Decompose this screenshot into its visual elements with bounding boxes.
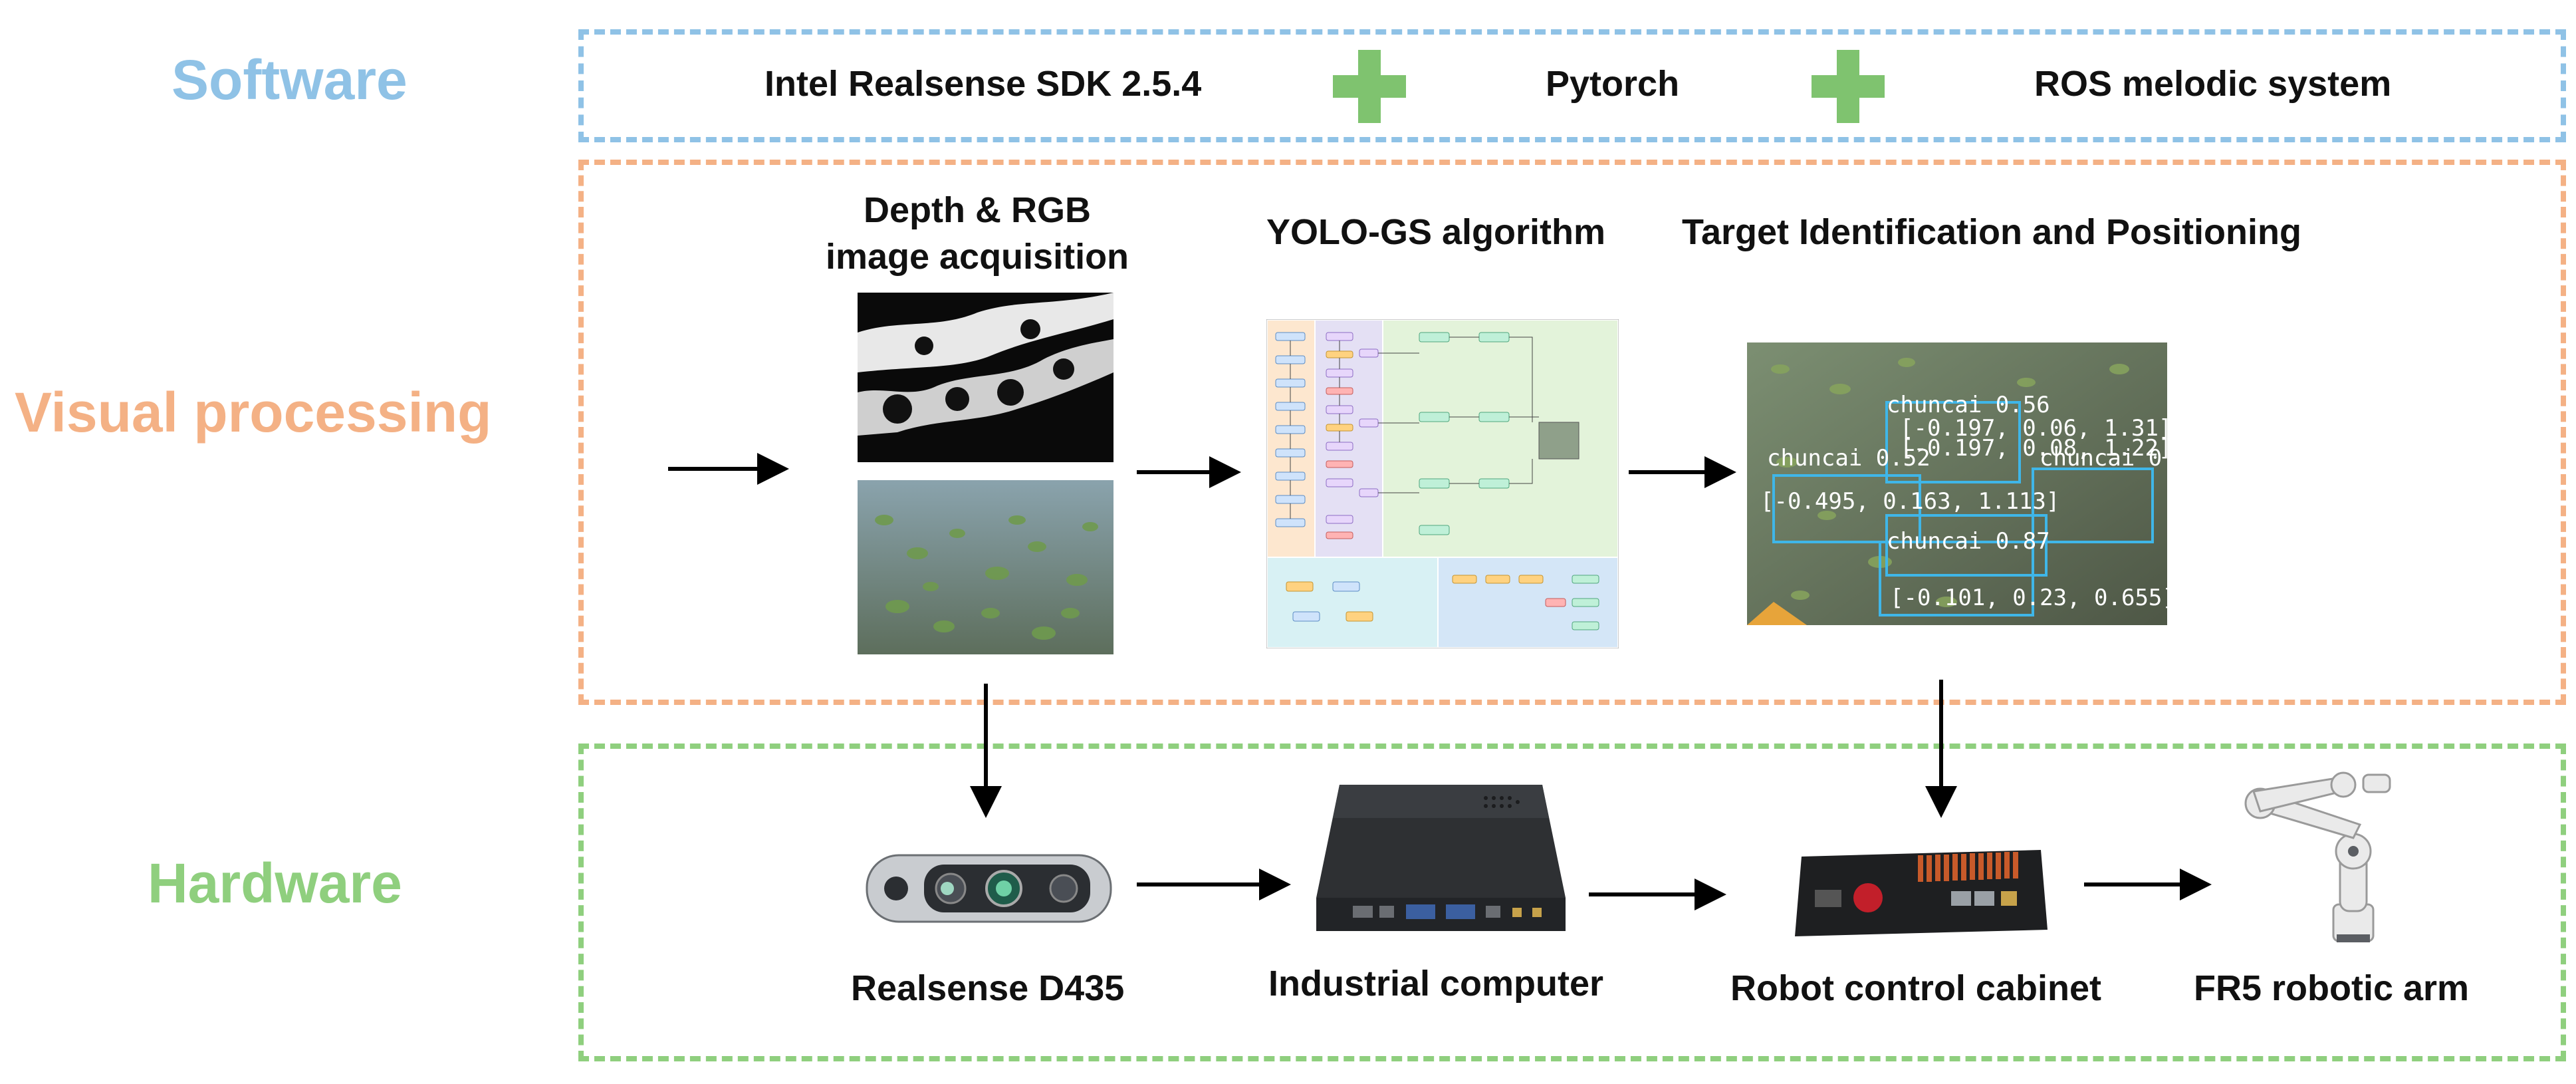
industrial-computer-icon	[1316, 785, 1566, 931]
hardware-label-fr5-robotic-arm: FR5 robotic arm	[2194, 968, 2470, 1008]
plus-icon	[1333, 50, 1406, 123]
detection-label: [-0.197, 0.06, 1.31]	[1900, 415, 2167, 442]
plus-icon	[1812, 50, 1885, 123]
detection-label: [-0.495, 0.163, 1.113]	[1760, 488, 2059, 515]
detection-label: [-0.101, 0.23, 0.655]	[1890, 585, 2167, 611]
detection-label: chuncai 0.87	[1887, 528, 2050, 555]
fr5-robotic-arm-icon	[2244, 771, 2391, 942]
software-item-realsense-sdk: Intel Realsense SDK 2.5.4	[764, 64, 1202, 104]
realsense-camera-icon	[866, 854, 1112, 923]
software-item-ros: ROS melodic system	[2034, 64, 2392, 104]
software-box	[578, 29, 2566, 142]
step1-title-line1: Depth & RGB	[864, 190, 1091, 230]
hardware-label-industrial-computer: Industrial computer	[1268, 964, 1604, 1004]
rgb-image	[858, 480, 1113, 654]
hardware-label-robot-control-cabinet: Robot control cabinet	[1730, 968, 2101, 1008]
hardware-label: Hardware	[148, 852, 402, 914]
robot-control-cabinet-icon	[1795, 850, 2048, 936]
hardware-label-realsense-d435: Realsense D435	[851, 968, 1125, 1008]
visual-processing-label: Visual processing	[15, 381, 492, 444]
detection-label: chuncai 0.8	[2040, 445, 2167, 472]
step1-title-line2: image acquisition	[825, 237, 1129, 277]
detection-label: chuncai 0.56	[1887, 392, 2050, 418]
target-identification-image: chuncai 0.56 [-0.197, 0.06, 1.31] [-0.19…	[1747, 342, 2167, 625]
visual-processing-box	[578, 160, 2566, 705]
detection-label: chuncai 0.52	[1767, 445, 1931, 472]
yolo-gs-architecture-diagram	[1266, 319, 1619, 648]
depth-image	[858, 293, 1113, 462]
software-label: Software	[172, 49, 408, 111]
software-item-pytorch: Pytorch	[1546, 64, 1680, 104]
hardware-box	[578, 744, 2566, 1061]
detection-label: [-0.197, 0.08, 1.22]	[1900, 435, 2167, 462]
step3-title: Target Identification and Positioning	[1682, 212, 2302, 252]
step2-title: YOLO-GS algorithm	[1266, 212, 1606, 252]
